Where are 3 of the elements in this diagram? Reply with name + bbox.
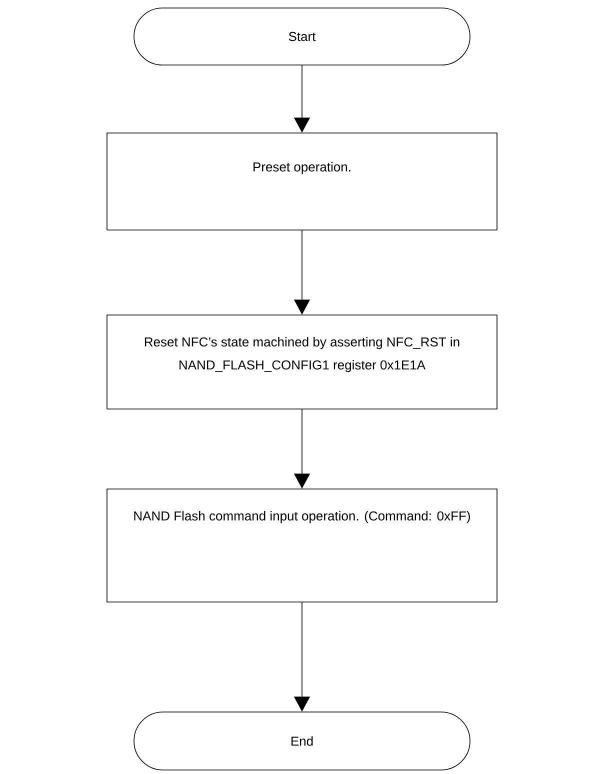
process-box: NAND Flash command input operation. (Command: 0xFF) [106,488,498,602]
process-box: Reset NFC’s state machined by asserting NFC_RST in NAND_FLASH_CONFIG1 register 0x1E1A [106,314,498,410]
process-box: Preset operation. [106,132,498,230]
